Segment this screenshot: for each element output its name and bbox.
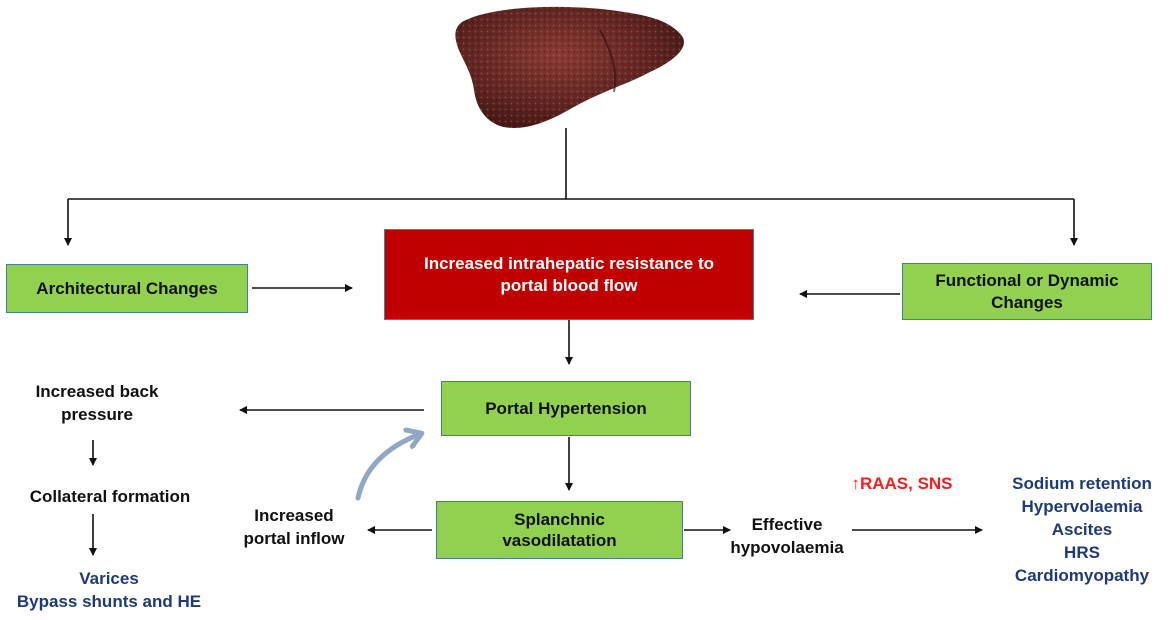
- portal-hypertension-box: Portal Hypertension: [441, 381, 691, 436]
- outcome-cardiomyopathy: Cardiomyopathy: [1014, 565, 1150, 585]
- portal-hypertension-label: Portal Hypertension: [485, 398, 647, 418]
- outcome-hypervolaemia: Hypervolaemia: [1021, 496, 1143, 516]
- resistance-box: Increased intrahepatic resistance to por…: [384, 229, 754, 320]
- functional-line-1: Functional or Dynamic: [935, 271, 1119, 291]
- functional-line-2: Changes: [991, 292, 1063, 312]
- splanchnic-line-2: vasodilatation: [502, 531, 617, 550]
- functional-changes-box: Functional or Dynamic Changes: [902, 263, 1152, 320]
- outcome-ascites: Ascites: [1051, 519, 1113, 539]
- feedback-curved-arrow: [355, 434, 420, 501]
- architectural-changes-label: Architectural Changes: [36, 278, 218, 298]
- systemic-outcomes: Sodium retention Hypervolaemia Ascites H…: [996, 473, 1168, 588]
- back-pressure-text: Increased back pressure: [22, 381, 172, 427]
- splanchnic-line-1: Splanchnic: [514, 509, 605, 529]
- outcome-varices: Varices: [79, 569, 139, 588]
- outcome-sodium-retention: Sodium retention: [1012, 474, 1152, 493]
- portal-inflow-line-2: portal inflow: [243, 528, 345, 548]
- varices-outcomes: Varices Bypass shunts and HE: [0, 568, 218, 614]
- liver-icon: [455, 6, 684, 128]
- resistance-line-2: portal blood flow: [500, 275, 638, 295]
- outcome-bypass-shunts: Bypass shunts and HE: [16, 591, 202, 611]
- collateral-formation-text: Collateral formation: [29, 487, 191, 506]
- portal-inflow-text: Increased portal inflow: [226, 505, 362, 551]
- hypovolaemia-line-2: hypovolaemia: [730, 537, 844, 557]
- raas-sns-text: ↑RAAS, SNS: [851, 474, 953, 493]
- portal-inflow-line-1: Increased: [254, 506, 334, 525]
- hypovolaemia-line-1: Effective: [751, 515, 823, 534]
- outcome-hrs: HRS: [1064, 542, 1100, 562]
- back-pressure-line-2: pressure: [61, 404, 133, 424]
- resistance-line-1: Increased intrahepatic resistance to: [423, 254, 715, 274]
- architectural-changes-box: Architectural Changes: [6, 264, 248, 313]
- back-pressure-line-1: Increased back: [35, 382, 159, 401]
- hypovolaemia-text: Effective hypovolaemia: [716, 514, 858, 560]
- splanchnic-box: Splanchnic vasodilatation: [436, 501, 683, 559]
